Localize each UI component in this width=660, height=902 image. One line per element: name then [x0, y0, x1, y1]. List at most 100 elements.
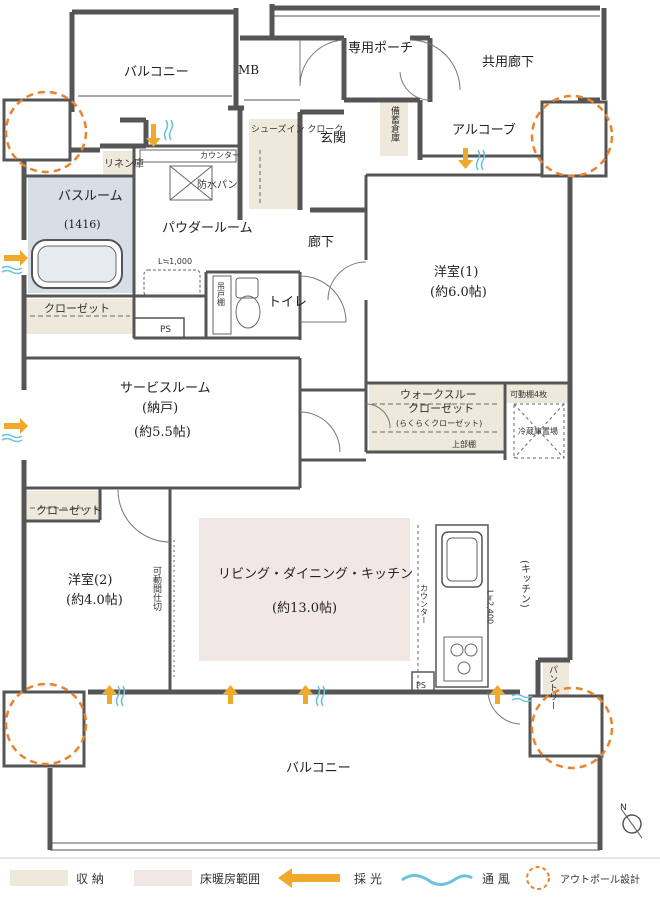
label-ldk: リビング・ダイニング・キッチン — [218, 567, 413, 582]
label-balcony-top: バルコニー — [124, 65, 189, 80]
legend-daylight-label: 採 光 — [354, 872, 382, 886]
daylight-arrow-bath — [4, 250, 28, 266]
legend-daylight-arrow — [278, 868, 340, 888]
label-walk-through: ウォークスルー — [400, 388, 477, 401]
outpole-circle-top-left — [4, 90, 88, 174]
label-walk-through-sub: クローゼット — [408, 402, 474, 415]
outpole-circle-bottom-left — [4, 682, 88, 766]
linen-fill — [103, 151, 133, 174]
label-service-room-sub: (納戸) — [142, 401, 178, 416]
label-ps-1: PS — [160, 325, 171, 335]
label-closet-a: クローゼット — [44, 302, 110, 315]
compass: N — [620, 803, 643, 839]
daylight-arrow-service — [4, 418, 28, 434]
compass-north: N — [620, 803, 627, 813]
door-walkin — [365, 403, 391, 429]
label-kitchen: (キッチン) — [519, 560, 530, 608]
toilet-tank — [235, 277, 259, 299]
label-upper-shelf: 上部棚 — [452, 439, 476, 449]
balcony-railings — [50, 7, 600, 851]
label-fridge: 冷蔵庫置場 — [518, 426, 558, 436]
label-alcove: アルコーブ — [452, 122, 516, 138]
label-western1-size: (約6.0帖) — [430, 285, 487, 300]
legend-storage-swatch — [10, 870, 68, 886]
floor-heating-fill — [199, 518, 410, 661]
bichiku-storage-fill — [380, 102, 408, 156]
column-bottom-left — [2, 690, 86, 768]
outpole-circle-bottom-right — [530, 686, 614, 770]
door-porch — [409, 39, 461, 91]
legend-heating-label: 床暖房範囲 — [200, 871, 260, 886]
daylight-arrow-alcove — [458, 148, 473, 169]
door-toilet — [299, 275, 347, 323]
ps-box-2 — [411, 671, 435, 693]
door-western2 — [117, 489, 171, 543]
door-pantry — [487, 691, 521, 725]
outpole-circle-top-right — [530, 94, 614, 178]
fridge-space — [513, 403, 565, 459]
label-linen: リネン庫 — [104, 157, 144, 170]
label-ldk-size: (約13.0帖) — [272, 601, 337, 616]
column-top-right — [540, 100, 608, 178]
kitchen-sink — [441, 531, 483, 588]
label-powder-room: パウダールーム — [162, 221, 253, 236]
interior-walls — [24, 100, 570, 692]
label-toilet: トイレ — [268, 295, 307, 310]
closet-b-fill — [24, 491, 102, 521]
label-toilet-shelf: 吊戸棚 — [217, 282, 226, 307]
door-western1 — [327, 261, 367, 301]
room-labels: バルコニー MB 専用ポーチ 共用廊下 アルコーブ 備蓄倉庫 シューズイン クロ… — [36, 41, 558, 776]
shoes-in-closet-fill — [249, 119, 300, 209]
label-western2: 洋室(2) — [68, 572, 112, 588]
label-waterproof-pan: 防水パン — [197, 178, 238, 191]
outpole-columns — [2, 90, 614, 770]
daylight-arrow-top — [146, 124, 161, 147]
light-wind-markers — [1, 119, 533, 707]
doors — [117, 39, 521, 725]
label-walk-through-note: (らくらくクローゼット) — [396, 418, 482, 428]
label-pantry: パントリー — [547, 665, 558, 710]
door-service — [299, 411, 341, 453]
label-balcony-bottom: バルコニー — [286, 761, 351, 776]
ps-box-1 — [133, 317, 185, 339]
label-counter-top: カウンター — [200, 151, 240, 160]
label-service-room: サービスルーム — [120, 381, 211, 396]
door-shared — [399, 71, 431, 101]
label-partition: 可動間仕切 — [151, 566, 162, 612]
walk-through-fill — [369, 384, 503, 453]
column-bottom-right — [528, 694, 604, 758]
label-bath-size: (1416) — [64, 218, 101, 231]
legend-ventilation-label: 通 風 — [482, 872, 510, 886]
legend: 収 納 床暖房範囲 採 光 通 風 アウトポール設計 — [0, 857, 660, 890]
legend-ventilation-wave — [401, 874, 473, 886]
fixtures — [30, 149, 565, 693]
legend-outpole-circle — [526, 866, 550, 890]
label-porch: 専用ポーチ — [348, 41, 413, 56]
label-closet-b: クローゼット — [36, 504, 102, 517]
label-hallway: 廊下 — [308, 234, 334, 250]
legend-outpole-label: アウトポール設計 — [560, 873, 640, 886]
label-western2-size: (約4.0帖) — [66, 593, 123, 608]
label-movable-shelf: 可動棚4枚 — [510, 389, 547, 399]
ventilation-waves — [1, 119, 533, 707]
label-western1: 洋室(1) — [434, 264, 478, 280]
label-entrance: 玄関 — [320, 131, 346, 146]
label-service-room-size: (約5.5帖) — [134, 425, 191, 440]
label-bath: バスルーム — [58, 189, 123, 204]
kitchen-counter — [435, 524, 489, 688]
label-width-1: L≒1,000 — [158, 257, 192, 266]
label-counter-kitchen: カウンター — [420, 584, 429, 624]
label-ps-2: PS — [416, 681, 426, 690]
label-width-2: L≒2,400 — [486, 590, 495, 624]
label-corridor-shared: 共用廊下 — [482, 54, 534, 70]
door-entrance — [299, 39, 345, 87]
movable-shelf-fill — [505, 384, 569, 403]
column-top-left — [2, 98, 72, 162]
label-mb: MB — [238, 63, 259, 77]
daylight-arrows-bottom — [102, 685, 505, 704]
stove — [443, 636, 483, 682]
legend-storage-label: 収 納 — [76, 872, 104, 886]
toilet-bowl — [235, 295, 261, 329]
powder-counter — [139, 149, 237, 163]
